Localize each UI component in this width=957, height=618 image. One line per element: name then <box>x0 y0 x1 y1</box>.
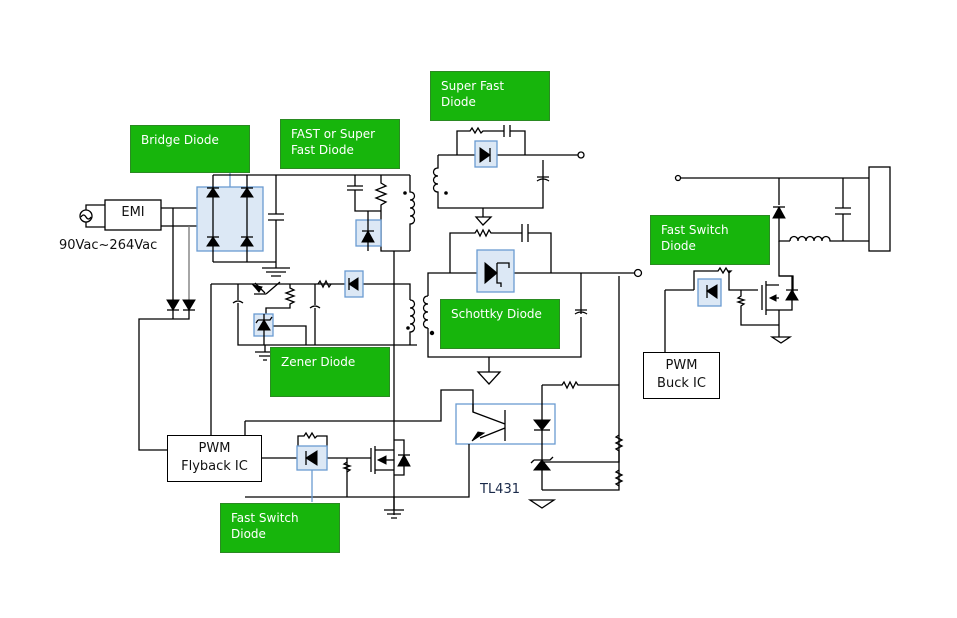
ac-source-icon <box>79 204 105 228</box>
pwm-flyback-ic-block: PWM Flyback IC <box>167 435 262 482</box>
pwm-flyback-line1: PWM <box>198 441 231 456</box>
super-fast-circuit <box>432 125 581 226</box>
callout-fast-switch-diode-buck: Fast Switch Diode <box>650 215 770 265</box>
gate-drive <box>262 431 371 497</box>
zener-diode-icon <box>255 314 273 345</box>
callout-zener-text: Zener Diode <box>281 355 356 369</box>
callout-fast-or-super-fast-diode: FAST or Super Fast Diode <box>280 119 400 169</box>
secondary-winding-icon <box>422 272 636 385</box>
bridge-rectifier-icon <box>206 175 276 263</box>
callout-schottky-diode: Schottky Diode <box>440 299 560 349</box>
callout-fsd-buck-line1: Fast Switch <box>661 223 729 237</box>
callout-schottky-text: Schottky Diode <box>451 307 542 321</box>
schottky-diode-highlight <box>476 249 515 293</box>
buck-circuit <box>664 174 869 352</box>
callout-fsd-primary-line2: Diode <box>231 527 266 541</box>
optocoupler-icon <box>245 389 506 498</box>
pwm-buck-line2: Buck IC <box>657 376 706 391</box>
snubber-diode-icon <box>361 211 375 251</box>
callout-fast-line2: Fast Diode <box>291 143 354 157</box>
callout-bridge-diode-text: Bridge Diode <box>141 133 219 147</box>
callout-zener-diode: Zener Diode <box>270 347 390 397</box>
primary-winding-icon <box>393 175 416 515</box>
emi-label: EMI <box>121 205 145 220</box>
aux-output-terminal-icon[interactable] <box>577 151 585 159</box>
pwm-buck-ic-block: PWM Buck IC <box>643 352 720 399</box>
ground-icon <box>262 267 290 277</box>
emi-block-outline <box>104 199 162 231</box>
aux-winding-icon <box>406 299 416 345</box>
callout-fsd-buck-line2: Diode <box>661 239 696 253</box>
load-block <box>868 166 891 252</box>
callout-super-fast-diode: Super Fast Diode <box>430 71 550 121</box>
fast-switch-diode-primary-icon <box>305 450 318 466</box>
callout-fsd-primary-line1: Fast Switch <box>231 511 299 525</box>
bulk-capacitor-icon <box>213 174 410 268</box>
callout-super-fast-text: Super Fast Diode <box>441 79 505 109</box>
aux-diode-icon <box>348 277 359 291</box>
super-fast-diode-icon <box>479 147 491 163</box>
output-terminal-icon[interactable] <box>633 268 643 278</box>
callout-fast-line1: FAST or Super <box>291 127 376 141</box>
input-voltage-label: 90Vac~264Vac <box>59 238 158 253</box>
tl431-icon <box>527 385 557 509</box>
startup-diodes-icon <box>138 299 196 451</box>
tl431-label: TL431 <box>480 482 520 497</box>
pwm-buck-line1: PWM <box>665 358 698 373</box>
primary-mosfet-icon <box>370 439 411 519</box>
emi-block: EMI <box>105 200 161 230</box>
pwm-flyback-line2: Flyback IC <box>181 459 248 474</box>
callout-fast-switch-diode-primary: Fast Switch Diode <box>220 503 340 553</box>
schottky-snubber <box>449 224 552 273</box>
schottky-diode-icon <box>484 261 510 287</box>
aux-circuit <box>210 279 417 420</box>
fast-switch-diode-buck-icon <box>706 284 718 299</box>
optocoupler-highlight <box>455 403 556 445</box>
callout-bridge-diode: Bridge Diode <box>130 125 250 173</box>
